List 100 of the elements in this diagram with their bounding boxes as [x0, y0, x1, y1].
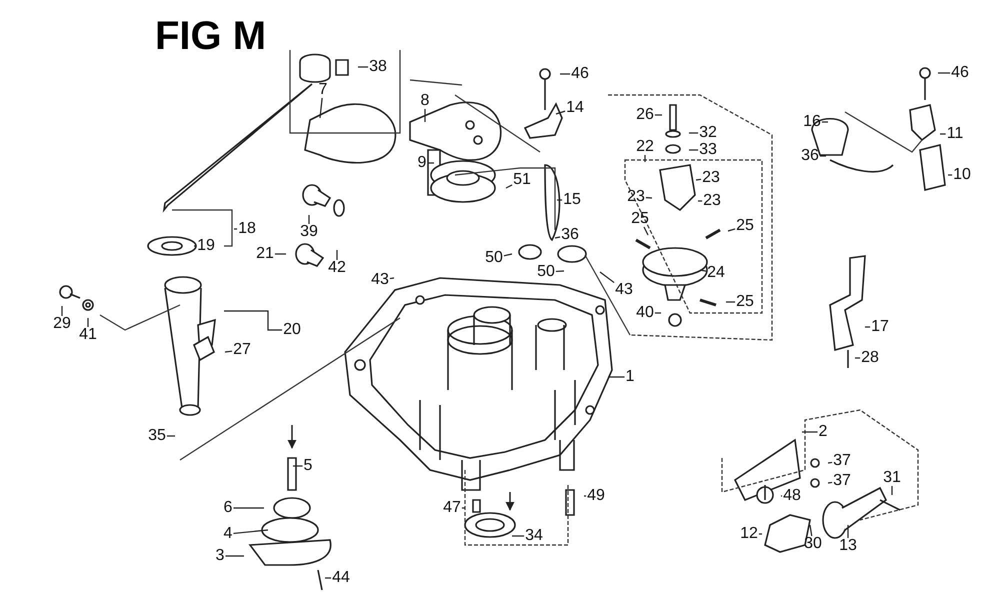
leader-line — [698, 200, 702, 202]
callout-number: 12 — [739, 526, 759, 542]
leader-line — [948, 174, 952, 176]
callout-number: 24 — [706, 265, 726, 281]
callout-number: 43 — [370, 272, 390, 288]
leader-line — [506, 184, 512, 189]
leader-line — [726, 301, 736, 303]
callout-number: 35 — [147, 428, 167, 444]
leader-line — [822, 121, 828, 123]
callout-number: 39 — [299, 224, 319, 240]
leader-line — [293, 465, 303, 467]
callout-number: 25 — [735, 294, 755, 310]
leader-line — [554, 236, 560, 239]
leader-line — [225, 555, 244, 557]
leader-line — [61, 306, 63, 316]
callout-number: 9 — [416, 155, 428, 171]
leader-line — [600, 272, 614, 284]
leader-line — [325, 577, 332, 579]
callout-number: 28 — [860, 350, 880, 366]
callout-number: 41 — [78, 327, 98, 343]
leader-line — [274, 253, 286, 255]
leader-line — [556, 270, 564, 272]
callout-number: 51 — [512, 172, 532, 188]
callout-number: 22 — [635, 139, 655, 155]
callout-number: 16 — [802, 114, 822, 130]
leader-line — [696, 178, 702, 181]
callout-number: 31 — [882, 470, 902, 486]
callout-number: 40 — [635, 305, 655, 321]
leader-line — [865, 326, 870, 328]
leader-line — [336, 250, 338, 260]
callout-number: 7 — [318, 82, 328, 98]
callout-number: 42 — [327, 260, 347, 276]
callout-number: 14 — [565, 100, 585, 116]
callout-number: 11 — [946, 126, 964, 142]
leader-line — [308, 215, 310, 224]
leader-line — [940, 133, 946, 135]
leader-line — [233, 507, 264, 509]
callout-number: 23 — [702, 193, 722, 209]
leader-line — [689, 132, 698, 134]
callout-number: 5 — [302, 458, 314, 474]
leader-line — [847, 525, 849, 538]
callout-number: 33 — [698, 142, 718, 158]
callout-number: 30 — [803, 536, 823, 552]
leader-line — [802, 431, 818, 433]
leader-line — [891, 486, 893, 495]
leader-line — [644, 155, 646, 162]
callout-number: 37 — [832, 453, 852, 469]
leader-line — [424, 109, 426, 122]
callout-number: 36 — [800, 148, 820, 164]
callout-number: 25 — [630, 211, 650, 227]
callout-number: 25 — [735, 218, 755, 234]
leader-line — [427, 162, 434, 164]
callout-number: 50 — [536, 264, 556, 280]
leader-line — [224, 310, 282, 331]
callout-number: 48 — [782, 488, 802, 504]
callout-number: 37 — [832, 473, 852, 489]
leader-line — [462, 507, 465, 509]
leader-line — [87, 318, 89, 327]
leader-line — [700, 269, 706, 272]
leader-line — [560, 73, 570, 75]
leader-line — [758, 533, 762, 535]
leader-line — [828, 462, 832, 464]
callout-number: 4 — [222, 526, 234, 542]
leader-line — [390, 277, 394, 280]
leader-line — [728, 228, 736, 232]
callout-number: 43 — [614, 282, 634, 298]
callout-number: 29 — [52, 316, 72, 332]
callout-number: 19 — [196, 238, 216, 254]
callout-number: 6 — [222, 500, 234, 516]
callout-number: 23 — [701, 170, 721, 186]
callout-number: 50 — [484, 250, 504, 266]
leader-line — [654, 114, 662, 116]
leader-line — [608, 376, 625, 378]
callout-number: 44 — [331, 570, 351, 586]
callout-number: 17 — [870, 319, 890, 335]
leader-line — [938, 72, 950, 74]
callout-number: 3 — [214, 548, 226, 564]
leader-line — [781, 495, 782, 497]
leader-line — [194, 245, 196, 247]
leader-line — [224, 350, 232, 353]
leader-line — [584, 495, 586, 497]
callout-number: 34 — [524, 528, 544, 544]
callout-number: 18 — [237, 221, 257, 237]
callout-number: 23 — [626, 189, 646, 205]
leader-line — [234, 228, 238, 230]
callout-number: 21 — [255, 246, 275, 262]
figure-title: FIG M — [155, 14, 266, 58]
leader-line — [809, 524, 812, 536]
callout-number: 26 — [635, 107, 655, 123]
callout-number: 47 — [442, 500, 462, 516]
leader-line — [504, 253, 512, 256]
callout-number: 46 — [570, 66, 590, 82]
leader-line — [643, 226, 649, 236]
leader-line — [557, 199, 562, 201]
leader-line — [556, 110, 566, 115]
callout-number: 2 — [818, 424, 828, 440]
leader-line — [646, 197, 652, 199]
leader-line — [319, 98, 323, 118]
leader-line — [358, 66, 368, 68]
callout-number: 49 — [586, 488, 606, 504]
